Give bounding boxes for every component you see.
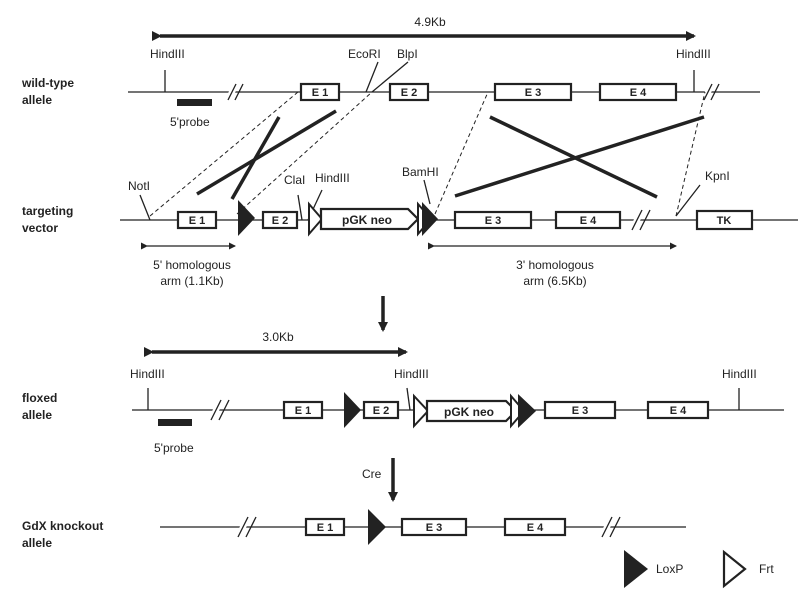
tv-kpni: KpnI	[705, 169, 730, 183]
tv-frt-1	[308, 201, 324, 237]
floxed-hindiii-mid: HindIII	[394, 367, 429, 381]
tv-neo-arrow	[319, 207, 420, 231]
row-label-floxed-line2: allele	[22, 408, 52, 422]
floxed-exon-2-label: E 2	[373, 405, 390, 417]
legend-frt-label: Frt	[759, 562, 774, 576]
wt-exon-3-label: E 3	[525, 87, 542, 99]
cre-label: Cre	[362, 467, 382, 481]
wt-hindiii-left: HindIII	[150, 47, 185, 61]
floxed-frt-1	[413, 393, 430, 429]
wt-break-mark-left	[225, 82, 244, 102]
row-label-floxed-line1: floxed	[22, 391, 57, 405]
tv-exon-2-label: E 2	[272, 215, 289, 227]
tv-tk-label: TK	[717, 215, 732, 227]
tv-clai: ClaI	[284, 173, 305, 187]
tv-exon-1	[176, 210, 218, 230]
wt-exon-2	[388, 82, 430, 102]
wild-type-allele: wild-type allele 4.9Kb HindIII HindIII E…	[21, 15, 760, 129]
five-prime-arm-line1: 5' homologous	[153, 258, 231, 272]
tv-tk	[695, 209, 754, 231]
floxed-exon-1-label: E 1	[295, 405, 312, 417]
knockout-allele: GdX knockout allele E 1 E 3 E 4	[22, 509, 686, 550]
floxed-exon-3-label: E 3	[572, 405, 589, 417]
knockout-break-mark-left	[235, 515, 257, 539]
knockout-exon-3	[400, 517, 468, 537]
homologous-recombination-guides	[149, 91, 706, 217]
wt-hindiii-right: HindIII	[676, 47, 711, 61]
wt-probe-label: 5'probe	[170, 115, 210, 129]
tv-noti: NotI	[128, 179, 150, 193]
cross-3-a	[454, 115, 705, 198]
wt-ecori: EcoRI	[348, 47, 381, 61]
floxed-hindiii-left: HindIII	[130, 367, 165, 381]
floxed-exon-3	[543, 400, 617, 420]
tv-loxp-2	[422, 202, 438, 236]
floxed-exon-4	[646, 400, 710, 420]
knockout-exon-1-label: E 1	[317, 522, 334, 534]
tv-exon-1-label: E 1	[189, 215, 206, 227]
row-label-knockout-line1: GdX knockout	[22, 519, 103, 533]
floxed-loxp-1	[344, 392, 361, 428]
floxed-frt-2	[510, 393, 526, 429]
tv-exon-2	[261, 210, 299, 230]
wt-break-mark-right	[701, 82, 720, 102]
floxed-exon-2	[362, 400, 400, 420]
three-prime-arm-line2: arm (6.5Kb)	[523, 274, 586, 288]
knockout-break-mark-right	[599, 515, 621, 539]
tv-exon-4-label: E 4	[580, 215, 597, 227]
tv-loxp-1	[238, 200, 255, 236]
wt-exon-4	[598, 82, 678, 102]
row-label-targeting-line2: vector	[22, 221, 58, 235]
cross-5-a	[196, 109, 337, 196]
floxed-exon-1	[282, 400, 324, 420]
legend-loxp-label: LoxP	[656, 562, 683, 576]
floxed-span-label: 3.0Kb	[262, 330, 294, 344]
wt-exon-1-label: E 1	[312, 87, 329, 99]
knockout-loxp	[368, 509, 386, 545]
wt-exon-3	[493, 82, 573, 102]
legend-loxp-icon	[624, 550, 648, 588]
three-prime-arm-line1: 3' homologous	[516, 258, 594, 272]
tv-bamhi: BamHI	[402, 165, 439, 179]
floxed-exon-4-label: E 4	[670, 405, 687, 417]
targeting-vector: targeting vector NotI ClaI HindIII BamHI…	[22, 165, 798, 288]
knockout-exon-3-label: E 3	[426, 522, 443, 534]
floxed-allele: floxed allele 3.0Kb HindIII HindIII Hind…	[22, 330, 784, 455]
knockout-exon-1	[304, 517, 346, 537]
floxed-break-mark	[208, 398, 230, 422]
floxed-neo-label: pGK neo	[444, 405, 494, 419]
wt-exon-4-label: E 4	[630, 87, 647, 99]
legend-frt-icon	[722, 549, 747, 589]
floxed-probe-bar	[158, 419, 192, 426]
floxed-hindiii-right: HindIII	[722, 367, 757, 381]
row-label-wild-type-line1: wild-type	[21, 76, 74, 90]
row-label-knockout-line2: allele	[22, 536, 52, 550]
legend: LoxP Frt	[624, 549, 774, 589]
tv-neo-label: pGK neo	[342, 213, 392, 227]
tv-exon-3-label: E 3	[485, 215, 502, 227]
wt-exon-2-label: E 2	[401, 87, 418, 99]
wt-span-label: 4.9Kb	[414, 15, 446, 29]
tv-break-mark	[629, 208, 651, 232]
row-label-targeting-line1: targeting	[22, 204, 73, 218]
row-label-wild-type-line2: allele	[22, 93, 52, 107]
wt-probe-bar	[177, 99, 212, 106]
knockout-exon-4-label: E 4	[527, 522, 544, 534]
cross-5-b	[230, 116, 281, 200]
floxed-loxp-2	[518, 394, 536, 428]
tv-exon-3	[453, 210, 533, 230]
five-prime-arm-line2: arm (1.1Kb)	[160, 274, 223, 288]
wt-exon-1	[299, 82, 341, 102]
cross-3-b	[489, 115, 658, 199]
tv-hindiii: HindIII	[315, 171, 350, 185]
wt-blpi: BlpI	[397, 47, 418, 61]
tv-exon-4	[554, 210, 622, 230]
knockout-exon-4	[503, 517, 567, 537]
floxed-probe-label: 5'probe	[154, 441, 194, 455]
